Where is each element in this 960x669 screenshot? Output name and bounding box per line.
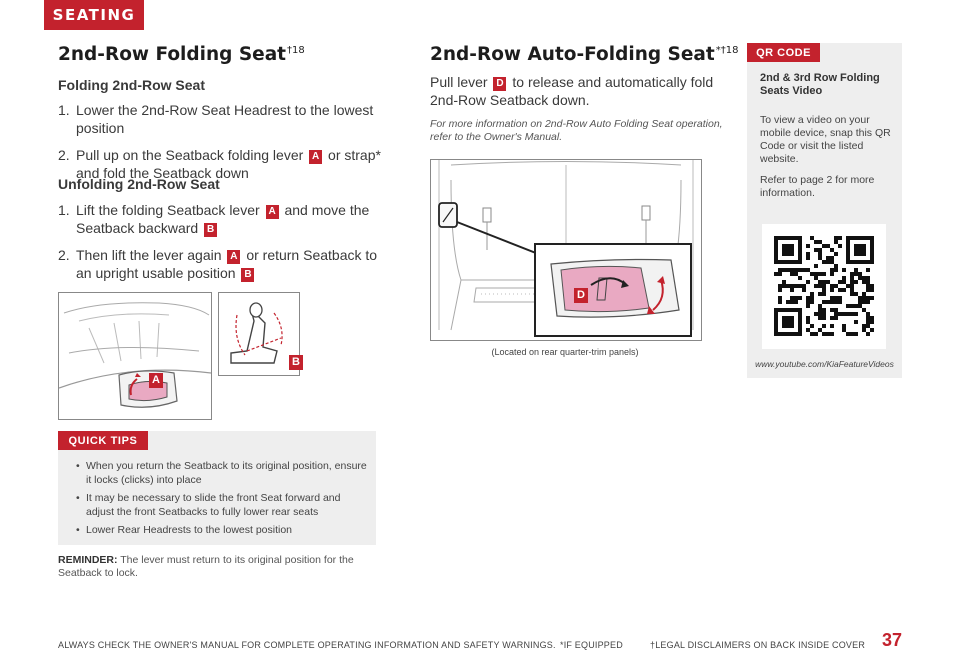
qr-label: QR CODE	[747, 43, 820, 62]
step-text: Lift the folding Seatback lever A and mo…	[76, 201, 393, 237]
step-text-b: and move the Seatback backward	[76, 202, 370, 236]
badge-a: A	[227, 250, 241, 264]
reminder-text: The lever must return to its original po…	[58, 554, 354, 579]
footer-if-equipped: *IF EQUIPPED	[560, 640, 623, 650]
step-text: Then lift the lever again A or return Se…	[76, 246, 393, 282]
badge-d: D	[493, 77, 507, 91]
unfolding-step-2: 2. Then lift the lever again A or return…	[58, 246, 393, 282]
step-text-b: or strap* and fold the Seatback down	[76, 147, 381, 181]
image-badge-d: D	[574, 288, 588, 303]
cargo-drawing	[438, 160, 694, 337]
folding-step-1: 1. Lower the 2nd-Row Seat Headrest to th…	[58, 101, 393, 137]
step-number: 2.	[58, 247, 70, 263]
folding-heading: Folding 2nd-Row Seat	[58, 77, 205, 93]
middle-body-a: Pull lever	[430, 74, 488, 90]
qr-code[interactable]	[762, 224, 886, 349]
quick-tips-list: When you return the Seatback to its orig…	[76, 460, 368, 543]
badge-a: A	[309, 150, 323, 164]
middle-title: 2nd-Row Auto-Folding Seat*†18	[430, 44, 738, 65]
seat-lever-drawing	[59, 302, 211, 408]
folding-steps: 1. Lower the 2nd-Row Seat Headrest to th…	[58, 101, 393, 182]
reminder: REMINDER: The lever must return to its o…	[58, 554, 378, 580]
section-tab: SEATING	[44, 0, 144, 30]
middle-body-b: to release and automatically fold 2nd-Ro…	[430, 74, 714, 108]
footer-legal: †LEGAL DISCLAIMERS ON BACK INSIDE COVER	[650, 640, 866, 650]
qr-code-graphic	[774, 236, 874, 336]
page-number: 37	[882, 630, 903, 650]
unfolding-heading: Unfolding 2nd-Row Seat	[58, 176, 220, 192]
step-number: 2.	[58, 147, 70, 163]
badge-b: B	[241, 268, 255, 282]
qr-text-2: Refer to page 2 for more information.	[760, 174, 875, 199]
quick-tip-item: When you return the Seatback to its orig…	[76, 460, 368, 487]
qr-description: To view a video on your mobile device, s…	[760, 114, 895, 200]
qr-url[interactable]: www.youtube.com/KiaFeatureVideos	[755, 359, 894, 369]
seat-lever-illustration: A	[58, 292, 212, 420]
qr-text-1: To view a video on your mobile device, s…	[760, 114, 891, 165]
step-number: 1.	[58, 102, 70, 118]
seat-fold-diagram: B	[218, 292, 303, 376]
middle-note: For more information on 2nd-Row Auto Fol…	[430, 118, 723, 143]
step-number: 1.	[58, 202, 70, 218]
step-text-a: Pull up on the Seatback folding lever	[76, 147, 304, 163]
left-title-text: 2nd-Row Folding Seat	[58, 44, 287, 65]
step-text: Pull up on the Seatback folding lever A …	[76, 146, 393, 182]
step-text-a: Then lift the lever again	[76, 247, 222, 263]
step-text-a: Lift the folding Seatback lever	[76, 202, 260, 218]
image-caption: (Located on rear quarter-trim panels)	[491, 347, 639, 357]
unfolding-steps: 1. Lift the folding Seatback lever A and…	[58, 201, 393, 282]
image-badge-a: A	[149, 373, 163, 388]
seat-fold-drawing	[230, 302, 283, 364]
step-text: Lower the 2nd-Row Seat Headrest to the l…	[76, 102, 374, 136]
quick-tip-item: Lower Rear Headrests to the lowest posit…	[76, 524, 368, 538]
footer-warning: ALWAYS CHECK THE OWNER'S MANUAL FOR COMP…	[58, 640, 556, 650]
unfolding-step-1: 1. Lift the folding Seatback lever A and…	[58, 201, 393, 237]
step-text-b: or return Seatback to an upright usable …	[76, 247, 378, 281]
left-title: 2nd-Row Folding Seat†18	[58, 44, 305, 65]
image-badge-b: B	[289, 355, 303, 370]
qr-title: 2nd & 3rd Row Folding Seats Video	[760, 72, 880, 97]
quick-tip-item: It may be necessary to slide the front S…	[76, 492, 368, 519]
folding-step-2: 2. Pull up on the Seatback folding lever…	[58, 146, 393, 182]
reminder-label: REMINDER:	[58, 554, 118, 566]
cargo-illustration: D	[430, 159, 702, 341]
badge-b: B	[204, 223, 218, 237]
middle-title-text: 2nd-Row Auto-Folding Seat	[430, 44, 715, 65]
badge-a: A	[265, 205, 279, 219]
middle-body: Pull lever D to release and automaticall…	[430, 73, 735, 109]
left-title-sup: †18	[287, 44, 305, 56]
quick-tips-label: QUICK TIPS	[58, 431, 148, 450]
middle-title-sup: *†18	[715, 44, 739, 56]
